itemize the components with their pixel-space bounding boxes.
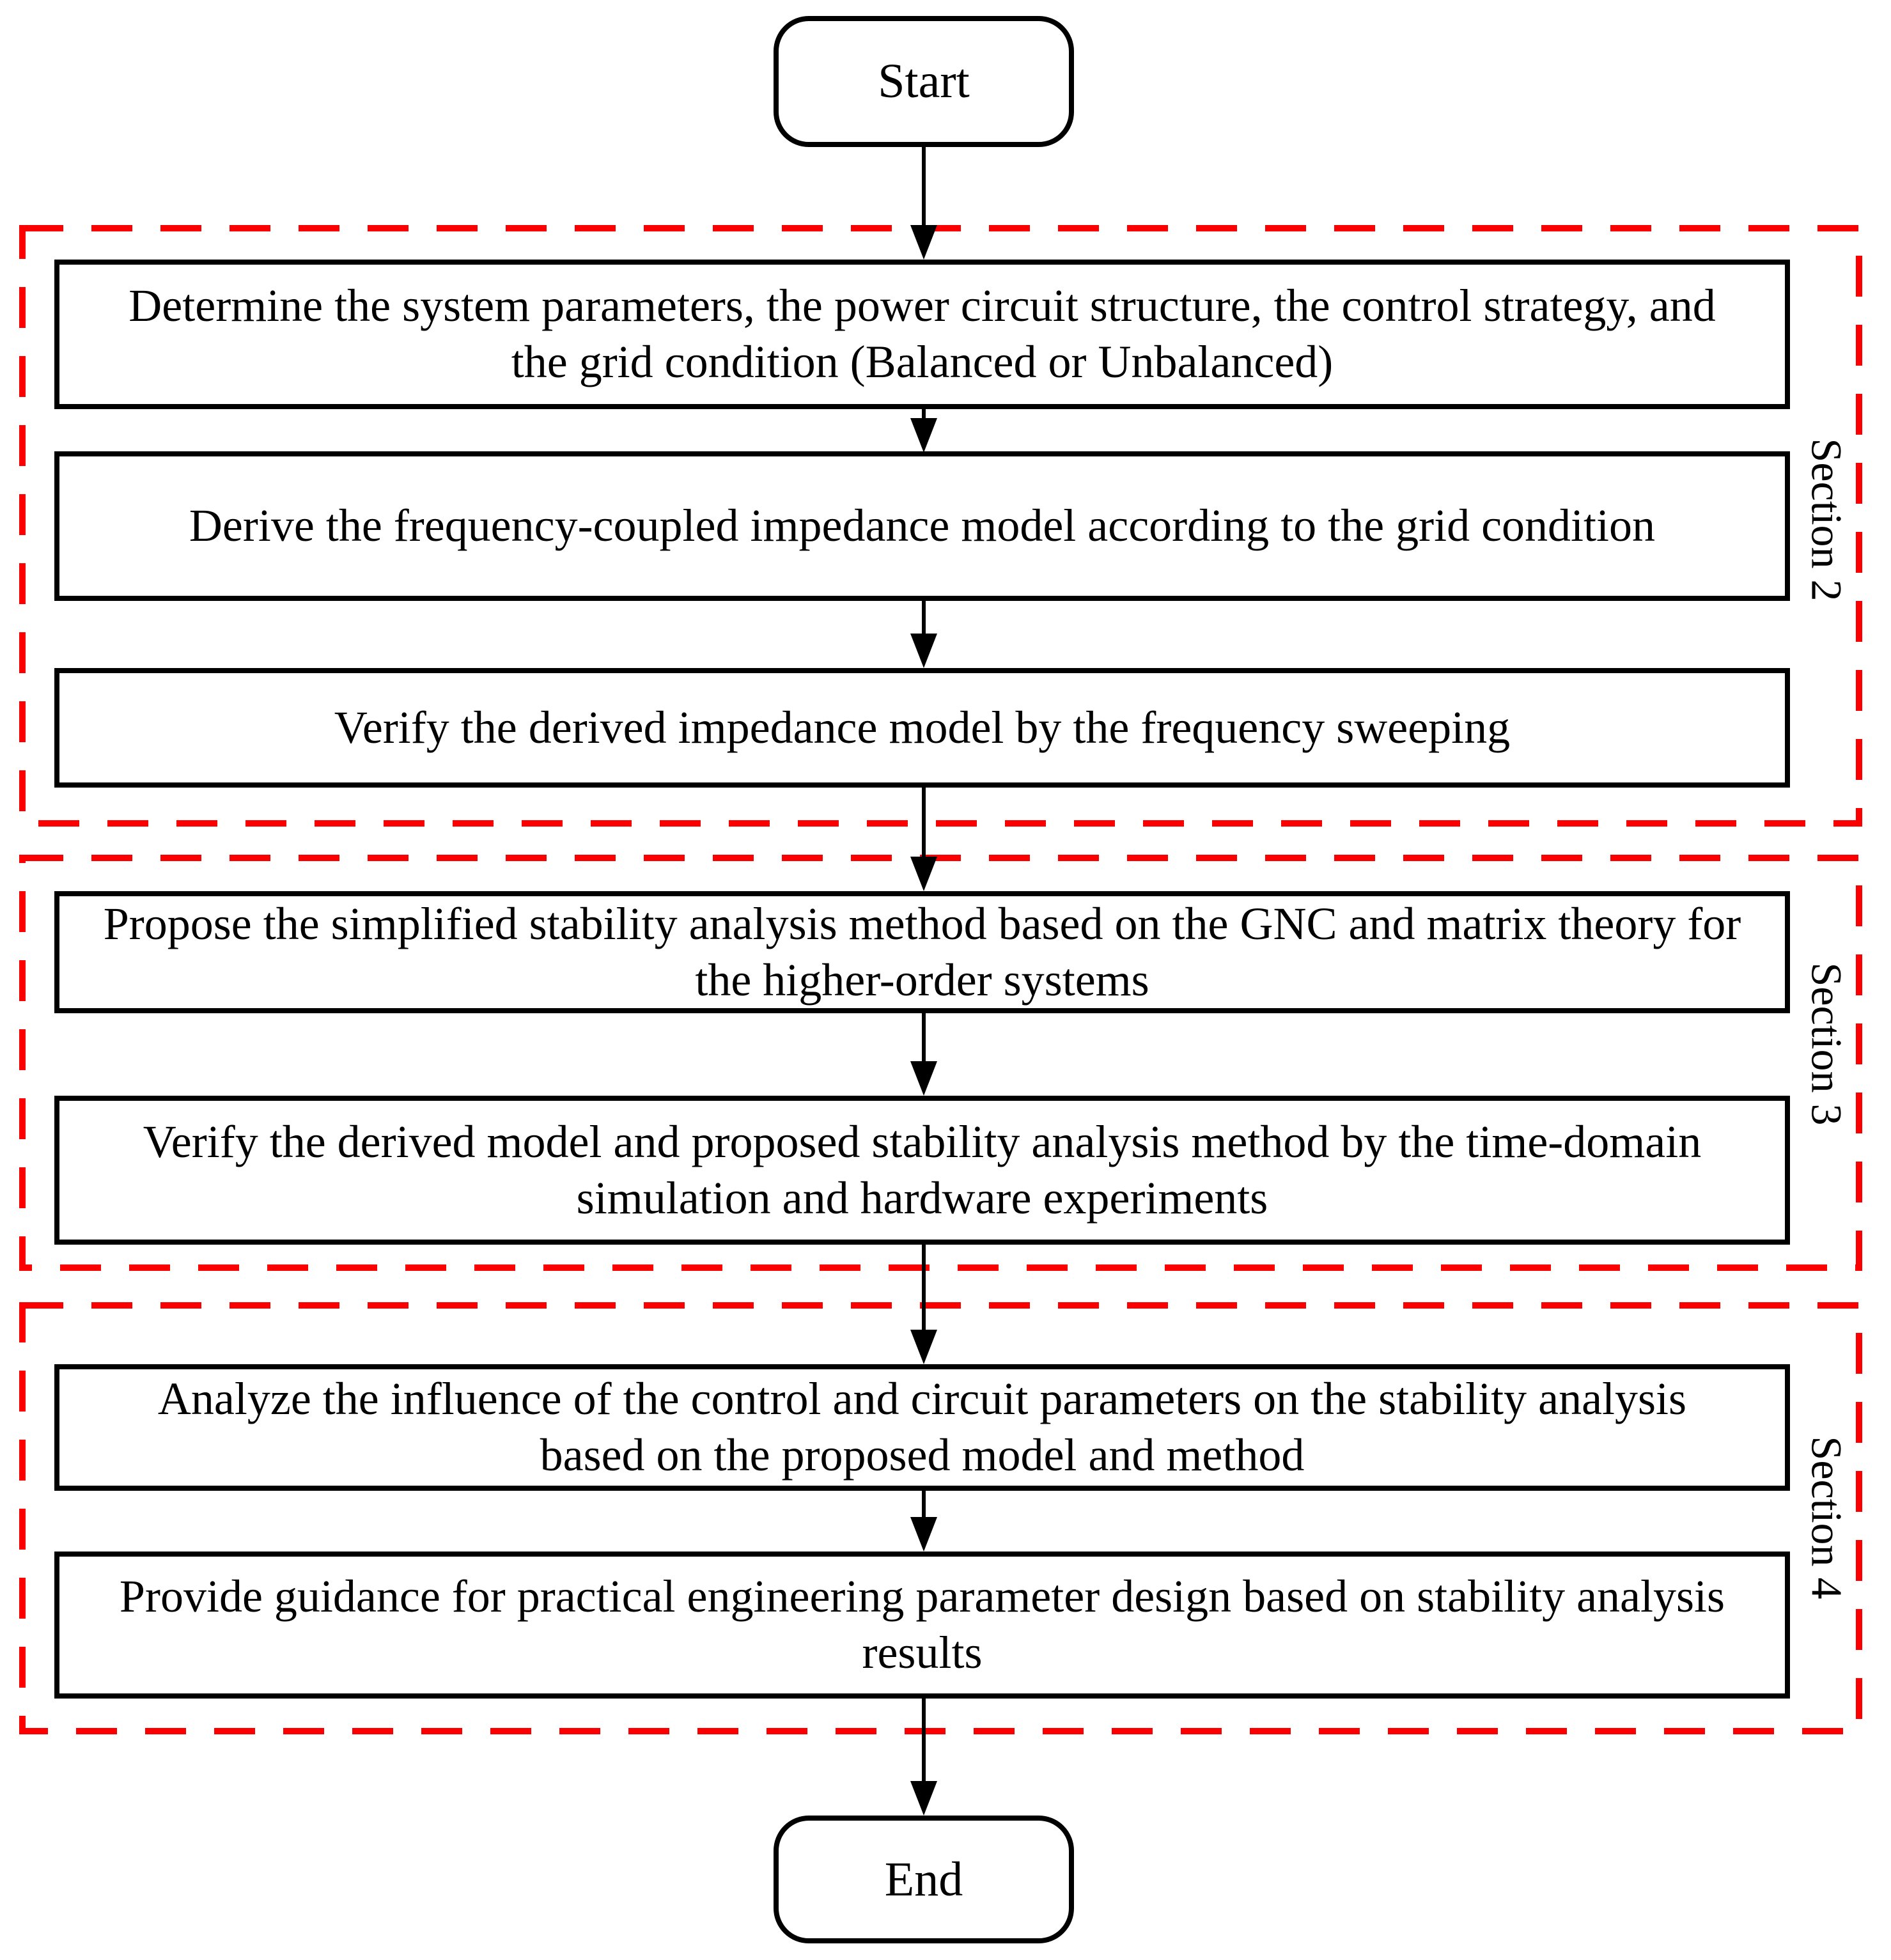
arrow-shaft [922,1243,926,1335]
section-4-label: Section 4 [1802,1436,1851,1599]
step-verify-impedance-model: Verify the derived impedance model by th… [54,668,1790,788]
step-derive-impedance-model: Derive the frequency-coupled impedance m… [54,451,1790,601]
arrow-shaft [922,600,926,639]
section-3-dashed-border [19,855,1862,1271]
arrow-step3-to-step4 [910,786,938,891]
arrow-head-icon [910,1781,937,1816]
arrow-shaft [922,1697,926,1786]
arrow-step6-to-step7 [910,1489,938,1552]
arrow-head-icon [910,1517,937,1552]
step-determine-parameters: Determine the system parameters, the pow… [54,260,1790,409]
arrow-head-icon [910,634,937,668]
step-provide-design-guidance: Provide guidance for practical engineeri… [54,1552,1790,1699]
arrow-shaft [922,786,926,862]
end-node: End [774,1816,1074,1943]
arrow-shaft [922,1489,926,1522]
arrow-head-icon [910,418,937,453]
arrow-head-icon [910,1061,937,1096]
arrow-step1-to-step2 [910,408,938,453]
arrow-head-icon [910,857,937,891]
step-analyze-parameter-influence: Analyze the influence of the control and… [54,1364,1790,1491]
section-2-dashed-border [19,225,1862,827]
arrow-step2-to-step3 [910,600,938,668]
step-verify-model-and-method: Verify the derived model and proposed st… [54,1096,1790,1245]
arrow-shaft [922,1012,926,1066]
step-propose-stability-method: Propose the simplified stability analysi… [54,891,1790,1013]
section-4-dashed-border [19,1302,1862,1734]
arrow-head-icon [910,225,937,260]
arrow-start-to-step1 [910,147,938,260]
arrow-step5-to-step6 [910,1243,938,1364]
arrow-step7-to-end [910,1697,938,1816]
arrow-shaft [922,408,926,423]
arrow-shaft [922,147,926,230]
arrow-head-icon [910,1330,937,1364]
section-3-label: Section 3 [1802,962,1851,1126]
section-2-label: Section 2 [1802,438,1851,602]
start-node: Start [774,16,1074,147]
arrow-step4-to-step5 [910,1012,938,1096]
